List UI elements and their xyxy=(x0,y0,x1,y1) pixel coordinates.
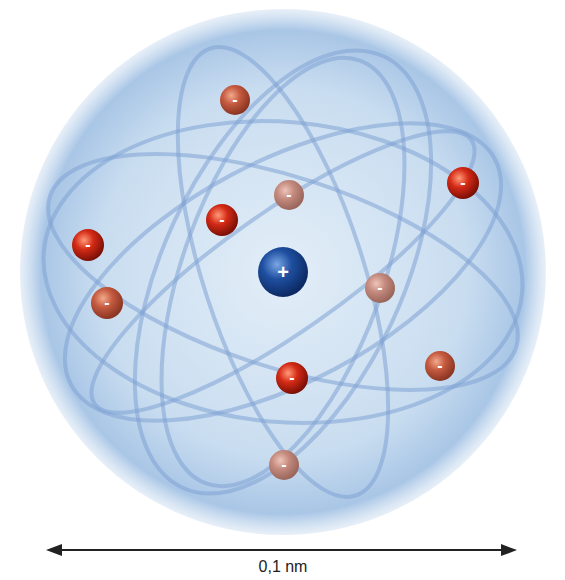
charge-sign: - xyxy=(289,370,294,386)
electron-circle xyxy=(91,287,123,319)
electron: - xyxy=(274,180,304,210)
electron-circle xyxy=(274,180,304,210)
electron: - xyxy=(447,167,479,199)
charge-sign: - xyxy=(286,187,291,203)
electron: - xyxy=(276,362,308,394)
charge-sign: - xyxy=(104,295,109,311)
electron: - xyxy=(91,287,123,319)
electron-circle xyxy=(206,204,238,236)
charge-sign: - xyxy=(219,212,224,228)
charge-sign: - xyxy=(232,92,237,108)
electron-circle xyxy=(220,85,250,115)
electron-circle xyxy=(447,167,479,199)
charge-sign: - xyxy=(377,280,382,296)
dimension-label: 0,1 nm xyxy=(259,558,308,576)
charge-sign: - xyxy=(460,175,465,191)
charge-sign: - xyxy=(437,358,442,374)
atom-sphere xyxy=(20,9,546,535)
electron: - xyxy=(269,450,299,480)
electron-circle xyxy=(72,229,104,261)
electron: - xyxy=(365,273,395,303)
nucleus: + xyxy=(258,247,308,297)
electron: - xyxy=(72,229,104,261)
electron-circle xyxy=(365,273,395,303)
electron-circle xyxy=(425,351,455,381)
dimension-arrow xyxy=(46,544,517,556)
electron: - xyxy=(425,351,455,381)
nucleus-circle xyxy=(258,247,308,297)
electron: - xyxy=(220,85,250,115)
electron-circle xyxy=(276,362,308,394)
charge-sign: - xyxy=(281,457,286,473)
electron-orbits xyxy=(19,6,546,539)
charge-sign: - xyxy=(85,237,90,253)
charge-sign: + xyxy=(277,262,289,282)
electron-circle xyxy=(269,450,299,480)
electron: - xyxy=(206,204,238,236)
